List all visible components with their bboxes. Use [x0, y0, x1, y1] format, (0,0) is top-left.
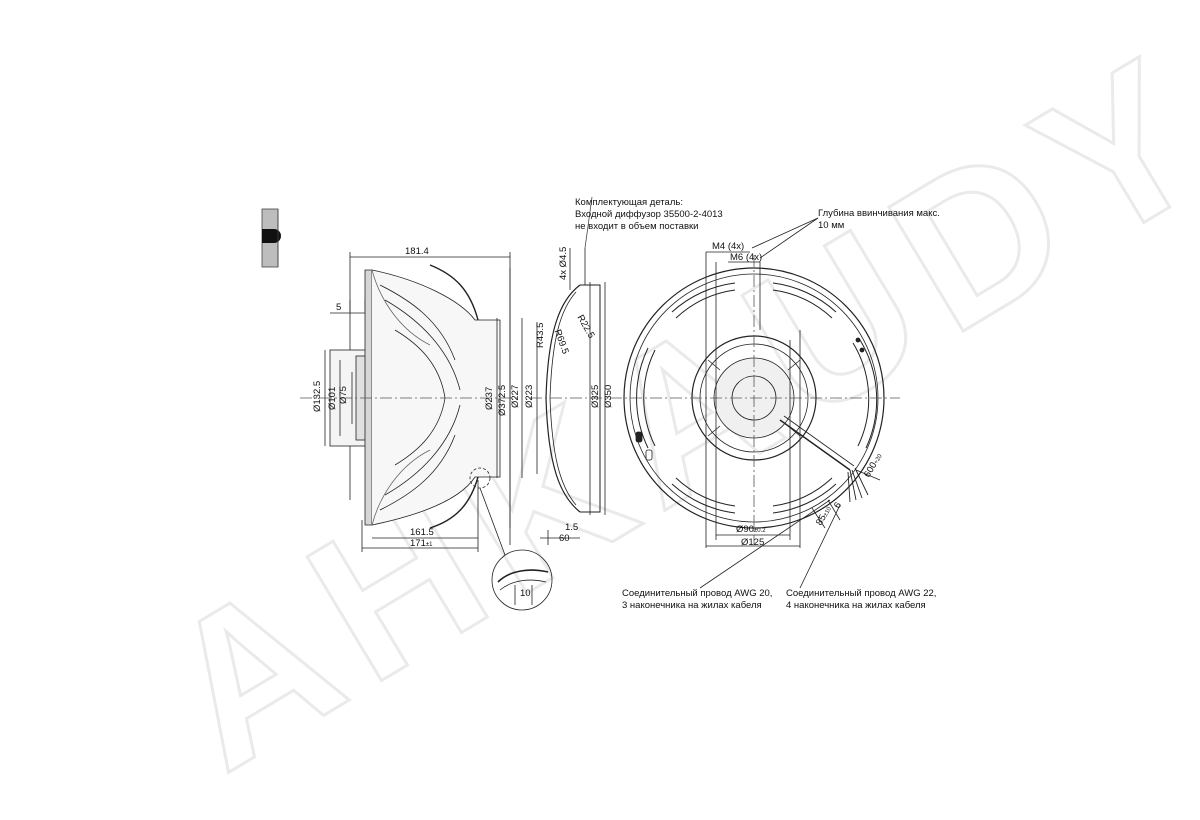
dim-d90: Ø90±0.2: [736, 524, 766, 537]
dim-d350: Ø350: [603, 384, 614, 408]
dim-len-161-5: 161.5: [410, 527, 434, 538]
watermark-text: AHKAUDY: [126, 7, 1200, 814]
dim-d223: Ø223: [524, 384, 535, 408]
wire-note-awg20-line-2: 3 наконечника на жилах кабеля: [622, 600, 762, 611]
front-view: [610, 217, 900, 589]
dim-strip-85-tol: ±10: [822, 506, 833, 518]
dim-d237: Ø237: [484, 386, 495, 410]
dim-d325: Ø325: [590, 384, 601, 408]
depth-note-line-1: Глубина ввинчивания макс.: [818, 208, 940, 219]
dim-len-171: 171±1: [410, 538, 433, 551]
dim-w-60: 60: [559, 533, 570, 544]
diffuser-note-line-3: не входит в объем поставки: [575, 221, 699, 232]
dim-d227: Ø227: [510, 384, 521, 408]
dim-detail-10: 10: [520, 588, 531, 599]
dim-d90-tol: ±0.2: [753, 528, 766, 534]
watermark: AHKAUDY: [125, 5, 1200, 815]
section-symbol-icon: [261, 208, 282, 268]
diffuser-note-line-1: Комплектующая деталь:: [575, 197, 683, 208]
depth-note-line-2: 10 мм: [818, 220, 845, 231]
dim-d125: Ø125: [741, 537, 765, 548]
dim-r43-5: R43.5: [535, 322, 546, 348]
dim-cable-600-tol: +20: [873, 453, 884, 466]
dim-holes: 4x Ø4.5: [558, 246, 569, 280]
diffuser-view: [521, 196, 610, 545]
dim-d372-5: Ø372.5: [497, 384, 508, 416]
dim-len-171-value: 171: [410, 538, 426, 549]
dim-d101: Ø101: [327, 386, 338, 410]
dim-overall-length: 181.4: [405, 246, 429, 257]
dim-t-1-5: 1.5: [565, 522, 579, 533]
diffuser-note-line-2: Входной диффузор 35500-2-4013: [575, 209, 723, 220]
dim-d75: Ø75: [338, 386, 349, 404]
wire-note-awg22-line-1: Соединительный провод AWG 22,: [786, 588, 937, 599]
dim-m4: M4 (4x): [712, 241, 745, 252]
dim-m6: M6 (4x): [730, 252, 763, 263]
dim-d132-5: Ø132.5: [312, 380, 323, 412]
dim-len-171-tol: ±1: [425, 542, 433, 548]
dim-d90-value: Ø90: [736, 524, 754, 535]
wire-note-awg22-line-2: 4 наконечника на жилах кабеля: [786, 600, 926, 611]
dim-shaft-5: 5: [336, 302, 342, 313]
side-view: [300, 252, 553, 611]
wire-note-awg20-line-1: Соединительный провод AWG 20,: [622, 588, 773, 599]
